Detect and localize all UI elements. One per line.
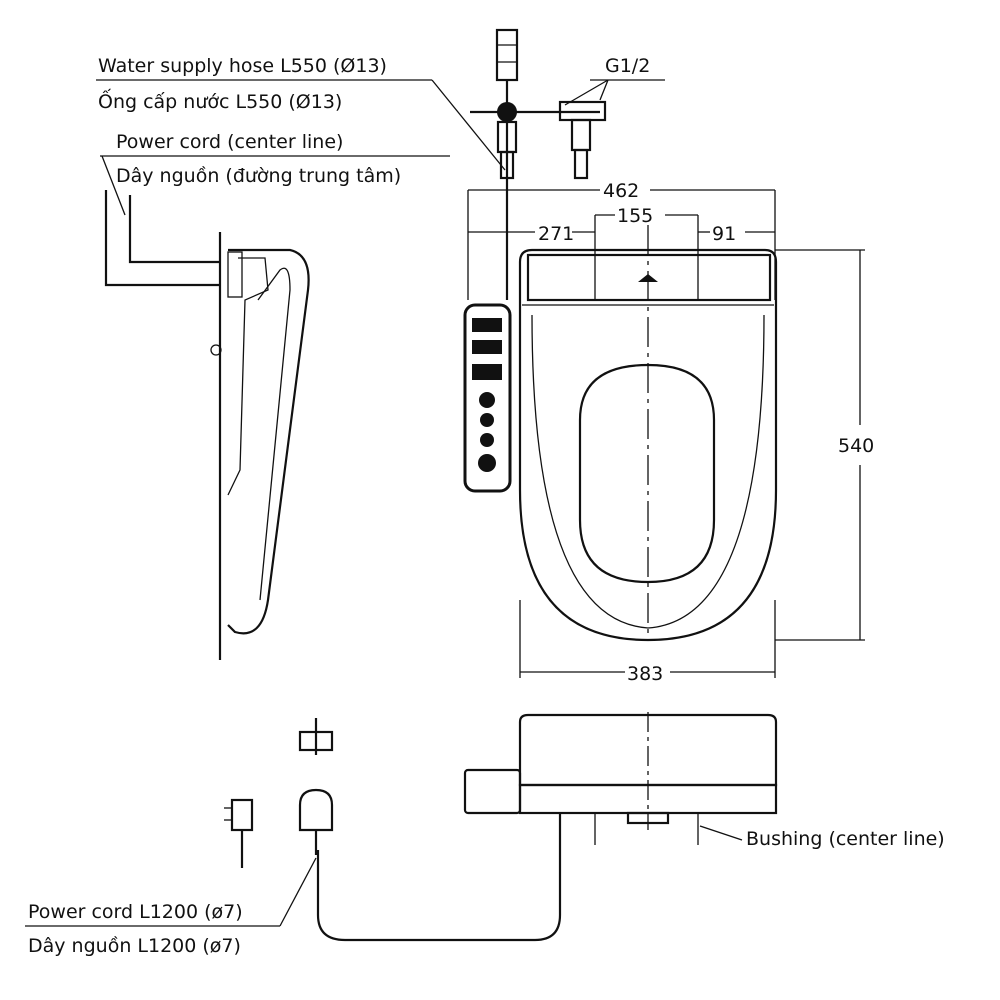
dim-center-span: 155 (617, 205, 653, 227)
dim-seat-width: 383 (627, 663, 663, 685)
control-buttons (472, 318, 502, 472)
dim-right-offset: 91 (712, 223, 736, 245)
top-view-seat (518, 225, 778, 642)
dim-depth: 540 (838, 435, 874, 457)
water-fittings: G1/2 (470, 28, 665, 300)
bushing-label: Bushing (center line) (746, 828, 945, 850)
side-control-panel (463, 303, 512, 493)
power-cord-label-en: Power cord L1200 (ø7) (28, 901, 243, 923)
front-view: Bushing (center line) (316, 712, 945, 942)
thread-label: G1/2 (605, 55, 650, 77)
dim-overall-width: 462 (603, 180, 639, 202)
water-hose-label-en: Water supply hose L550 (Ø13) (98, 55, 387, 77)
top-view-dimensions: 462 271 155 91 540 383 (467, 180, 874, 685)
side-view (104, 190, 310, 660)
power-cord-label: Power cord L1200 (ø7) Dây nguồn L1200 (ø… (25, 857, 317, 957)
power-center-label-en: Power cord (center line) (116, 131, 343, 153)
power-center-label-vi: Dây nguồn (đường trung tâm) (116, 165, 401, 187)
power-cord-label-vi: Dây nguồn L1200 (ø7) (28, 935, 241, 957)
water-hose-label-vi: Ống cấp nước L550 (Ø13) (98, 87, 342, 113)
power-center-label: Power cord (center line) Dây nguồn (đườn… (100, 131, 450, 216)
power-plug (224, 718, 334, 868)
water-hose-label: Water supply hose L550 (Ø13) Ống cấp nướ… (96, 55, 506, 171)
dim-left-offset: 271 (538, 223, 574, 245)
